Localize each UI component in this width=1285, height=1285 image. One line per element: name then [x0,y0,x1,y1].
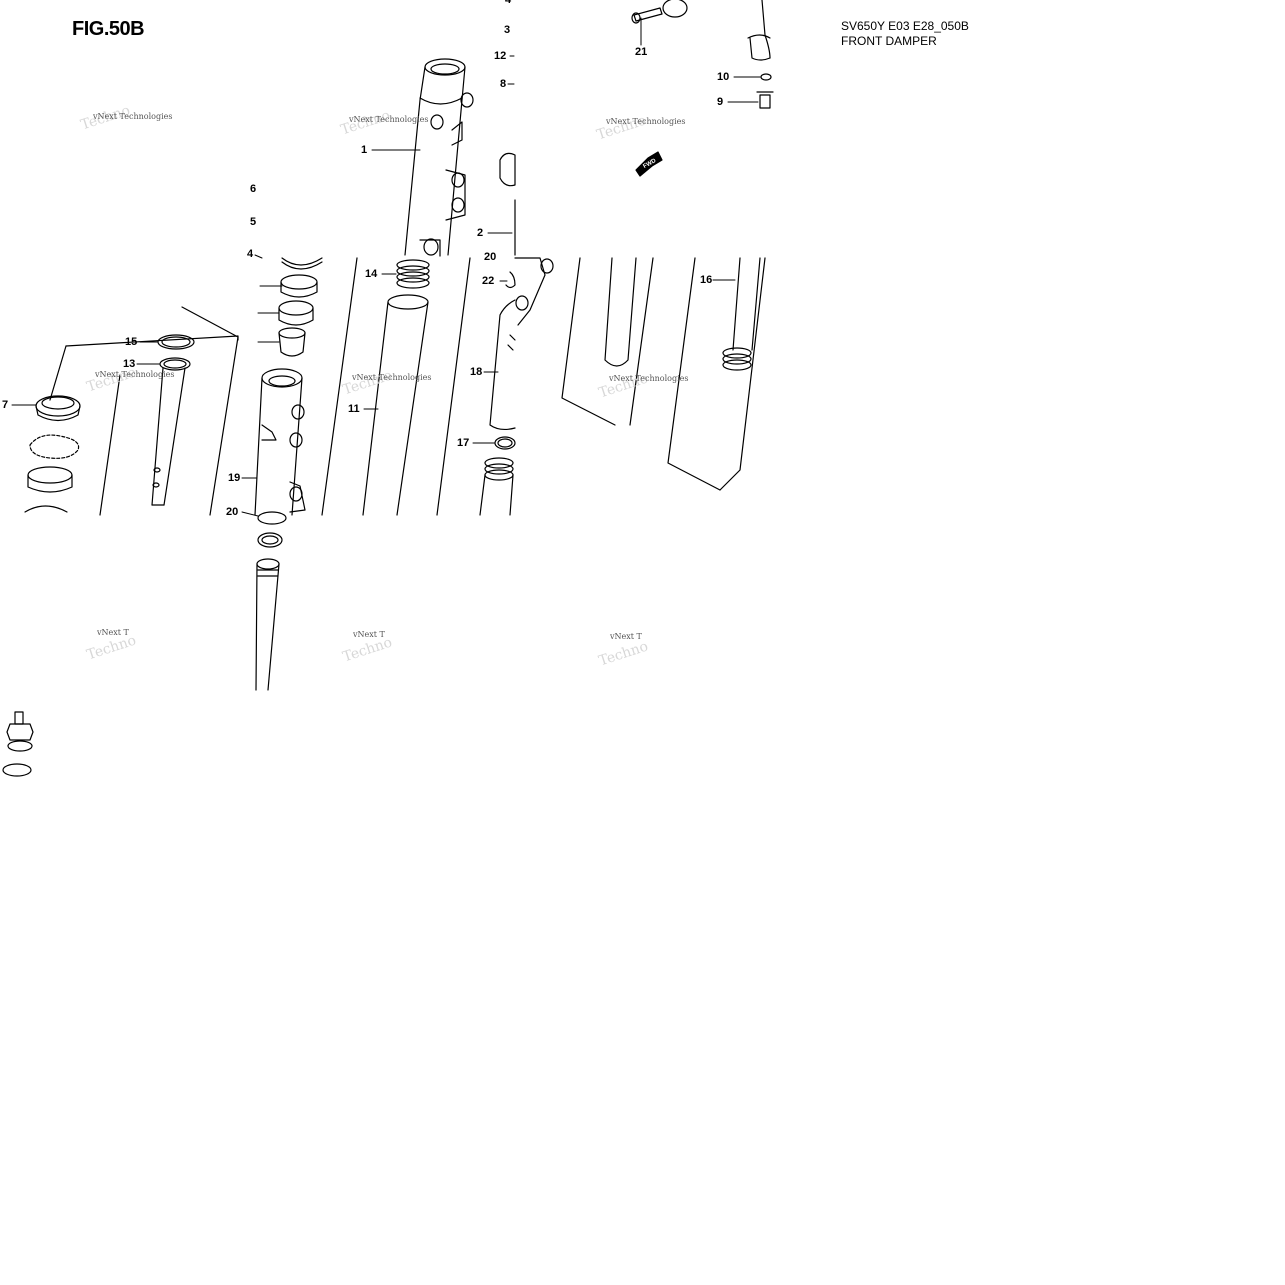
callout-17: 17 [457,437,470,449]
part-20-washer [258,512,286,547]
watermark: vNext Technologies [352,373,432,382]
callout-15: 15 [125,336,138,348]
callout-12: 12 [494,50,507,62]
part-14-spring [397,260,429,288]
part-1-outer-tube-upper [405,59,473,256]
part-dust-seal-ring [30,435,79,458]
exploded-frame-center [322,258,470,515]
callout-19: 19 [228,472,241,484]
figure-code: SV650Y E03 E28_050B [841,19,969,33]
watermark: vNext T [610,632,642,641]
part-2-bracket [500,153,553,325]
fwd-arrow-icon [636,152,662,176]
part-10-washer [761,74,771,80]
part-slide-bushing-left [28,467,72,492]
drain-bolt [3,712,33,776]
callout-1: 1 [361,144,368,156]
watermark: vNext T [353,630,385,639]
watermark: vNext Technologies [93,112,173,121]
part-21-bolt [632,0,687,23]
part-ring-left-bottom [25,506,67,512]
figure-header: SV650Y E03 E28_050B FRONT DAMPER [841,19,969,49]
callout-20-right: 20 [484,251,497,263]
exploded-frame-right [562,258,765,490]
callout-13: 13 [123,358,136,370]
part-19-outer-tube-lower [255,369,305,515]
callout-2: 2 [477,227,484,239]
part-16-spring [723,258,760,370]
watermark: vNext Technologies [349,115,429,124]
callout-14: 14 [365,268,378,280]
part-6-bushing [279,301,313,325]
callout-6: 6 [250,183,257,195]
spring-lower [480,458,513,515]
part-9-bolt [757,92,773,108]
callout-3: 3 [504,24,511,36]
callout-11: 11 [348,403,360,415]
part-5-bushing [281,275,317,297]
callout-7: 7 [2,399,9,411]
part-18-fork-pipe [490,300,515,429]
part-11-inner-tube [363,295,428,515]
callout-21: 21 [635,46,648,58]
part-4-spacer [282,258,322,269]
callout-18: 18 [470,366,483,378]
callout-8: 8 [500,78,507,90]
callout-4-left: 4 [247,248,254,260]
callout-22: 22 [482,275,495,287]
callout-5: 5 [250,216,257,228]
callout-10: 10 [717,71,730,83]
part-bushing-small [279,328,305,356]
callout-9: 9 [717,96,724,108]
callout-16: 16 [700,274,713,286]
figure-title: FIG.50B [72,18,145,40]
part-15-ring [158,335,194,349]
right-tube-a [605,258,636,366]
damper-cylinder [152,368,185,505]
exploded-frame-left [50,307,238,515]
damper-rod [256,559,279,690]
watermark: vNext Technologies [609,374,689,383]
watermark: vNext Technologies [95,370,175,379]
part-7-oil-seal [36,396,80,421]
callout-4-top: 4 [505,0,512,6]
top-right-bracket [748,0,770,60]
watermark: vNext Technologies [606,117,686,126]
watermark: vNext T [97,628,129,637]
part-17-ring [495,437,515,449]
figure-name: FRONT DAMPER [841,34,937,48]
leader-lines [12,18,760,516]
callout-20-left: 20 [226,506,239,518]
